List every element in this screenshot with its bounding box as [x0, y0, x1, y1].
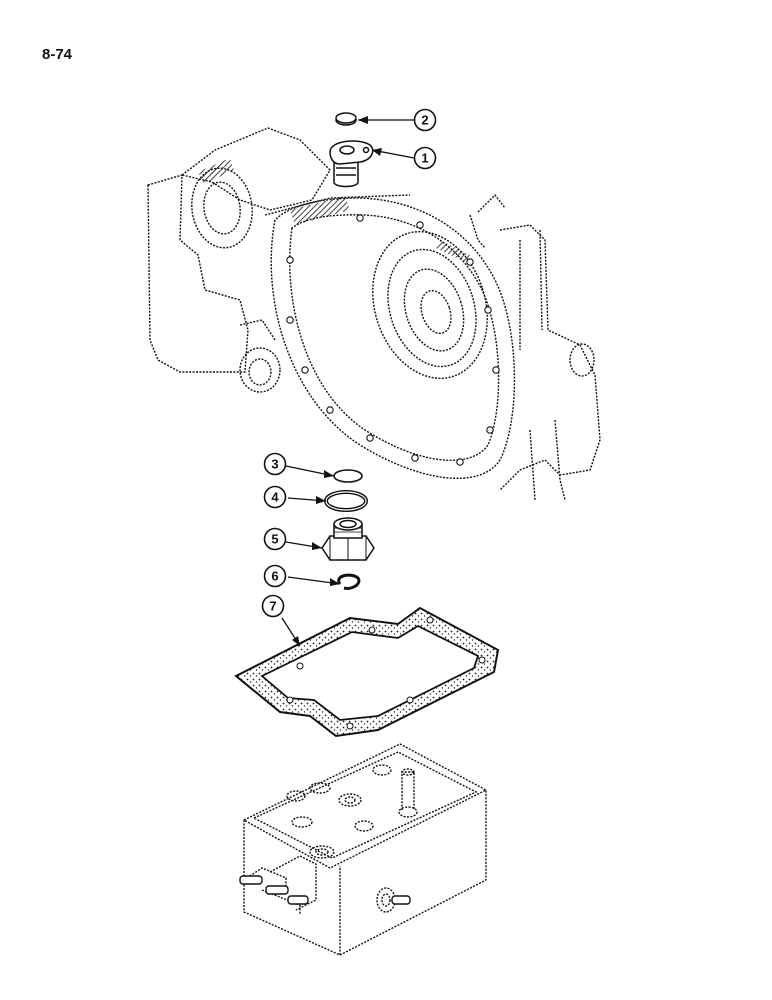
callout-1: 1	[413, 146, 437, 170]
part-2-plug	[335, 112, 357, 126]
callout-2: 2	[413, 108, 437, 132]
callout-5-number: 5	[271, 532, 278, 547]
callout-3-number: 3	[271, 457, 278, 472]
part-5-hex-fitting	[321, 517, 375, 561]
callout-7: 7	[261, 594, 285, 618]
valve-body	[242, 743, 488, 957]
callout-4: 4	[263, 485, 287, 509]
transmission-housing	[147, 127, 601, 501]
part-1-flanged-fitting	[329, 140, 374, 188]
page-number: 8-74	[42, 46, 73, 63]
part-3-o-ring	[333, 469, 363, 483]
callout-5: 5	[263, 527, 287, 551]
leader-arrowheads	[292, 116, 382, 646]
callout-6-number: 6	[271, 569, 278, 584]
callout-3: 3	[263, 452, 287, 476]
callout-7-number: 7	[269, 599, 276, 614]
flange-bolt-holes	[286, 214, 500, 466]
valve-body-fittings	[239, 875, 411, 905]
callout-4-number: 4	[271, 490, 279, 505]
housing-hatching	[198, 158, 470, 262]
part-6-snap-ring	[337, 573, 361, 590]
callout-1-number: 1	[421, 151, 428, 166]
part-7-gasket	[234, 606, 500, 738]
callout-2-number: 2	[421, 113, 428, 128]
part-4-seal-ring	[324, 490, 368, 512]
callout-6: 6	[263, 564, 287, 588]
